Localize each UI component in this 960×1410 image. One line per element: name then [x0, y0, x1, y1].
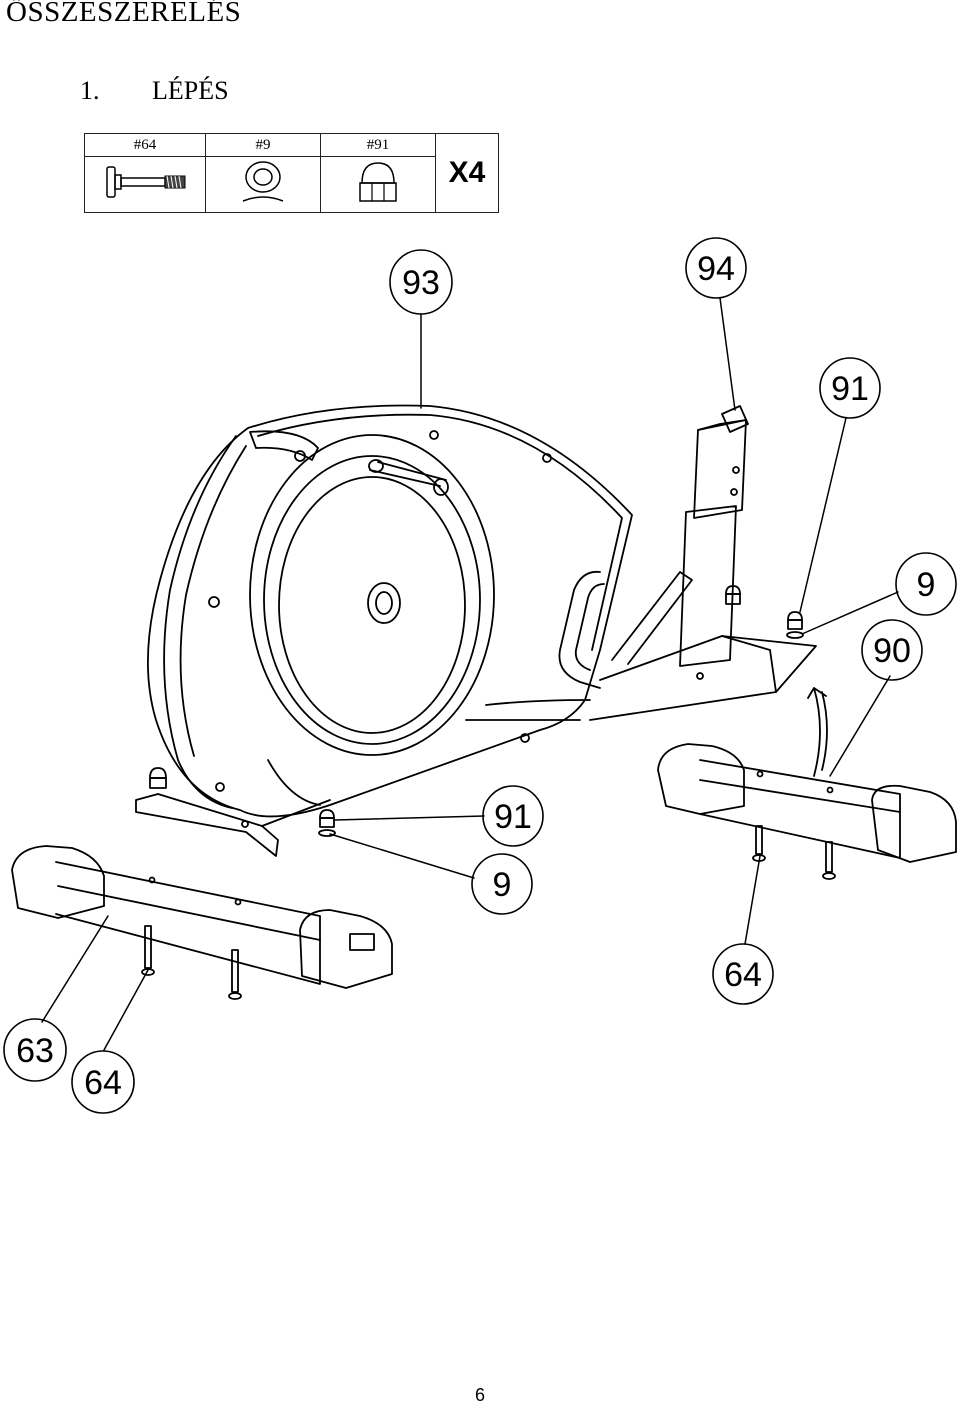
bolts-64 [141, 825, 836, 1000]
page-number: 6 [474, 1385, 485, 1405]
flywheel [208, 430, 552, 792]
callout-91-bottom: 91 [494, 798, 532, 836]
frame-hardware [149, 585, 804, 837]
callout-93: 93 [402, 264, 440, 302]
front-stabilizer [11, 845, 393, 989]
step-number: 1. [80, 76, 100, 105]
parts-table: #64 #9 #91 X4 [84, 133, 499, 213]
callout-9-top: 9 [917, 566, 936, 604]
part-id-91: #91 [320, 133, 436, 157]
callout-94: 94 [697, 250, 735, 288]
handle-loop [558, 570, 605, 689]
step-label: LÉPÉS [152, 76, 229, 105]
callout-9-bottom: 9 [493, 866, 512, 904]
washer-icon [242, 161, 284, 202]
callout-64-right: 64 [724, 956, 762, 994]
callout-circles [3, 237, 957, 1114]
bolt-icon-cell [84, 156, 206, 213]
callout-91-top: 91 [831, 370, 869, 408]
direction-arrow [807, 687, 828, 777]
cap-nut-icon [359, 162, 397, 202]
front-post [611, 405, 749, 667]
callout-64-left: 64 [84, 1064, 122, 1102]
quantity-label: X4 [435, 133, 499, 213]
page-title: ÖSSZESZERELÉS [6, 0, 242, 28]
washer-icon-cell [205, 156, 321, 213]
part-id-9: #9 [205, 133, 321, 157]
cap-nut-icon-cell [320, 156, 436, 213]
callout-63: 63 [16, 1032, 54, 1070]
base-frame [135, 635, 817, 857]
rear-stabilizer [657, 743, 957, 863]
leader-lines [41, 297, 899, 1051]
bolt-icon [106, 166, 186, 198]
callout-90: 90 [873, 632, 911, 670]
